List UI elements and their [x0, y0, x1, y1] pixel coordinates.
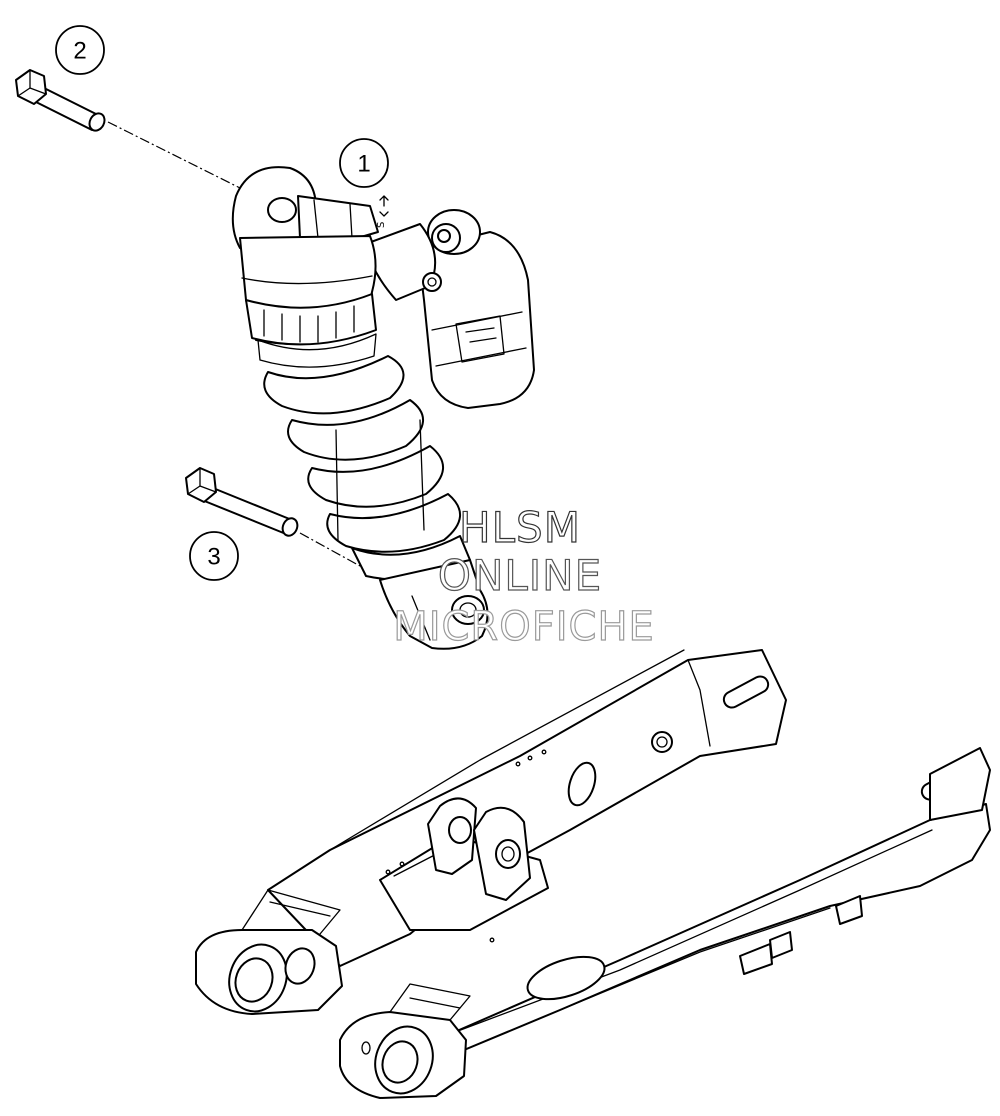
leader-line-bolt-3 — [299, 532, 361, 567]
adjuster-arrow-icon — [379, 195, 389, 217]
shock-absorber: S — [231, 166, 535, 650]
shock-adjuster-label: S — [376, 222, 387, 228]
callout-3: 3 — [189, 531, 239, 581]
callout-label-3: 3 — [207, 544, 220, 571]
callout-2: 2 — [55, 25, 105, 75]
upper-mounting-bolt — [15, 69, 106, 132]
watermark: HLSM ONLINE MICROFICHE — [393, 502, 655, 650]
callout-label-1: 1 — [357, 151, 370, 178]
watermark-line-3: MICROFICHE — [393, 604, 655, 650]
callout-1: 1 — [339, 138, 389, 188]
callout-label-2: 2 — [73, 38, 86, 65]
lower-mounting-bolt — [185, 467, 299, 537]
swingarm — [195, 649, 991, 1099]
watermark-line-1: HLSM — [459, 503, 581, 552]
watermark-line-2: ONLINE — [438, 551, 602, 600]
leader-line-bolt-2 — [107, 121, 241, 189]
